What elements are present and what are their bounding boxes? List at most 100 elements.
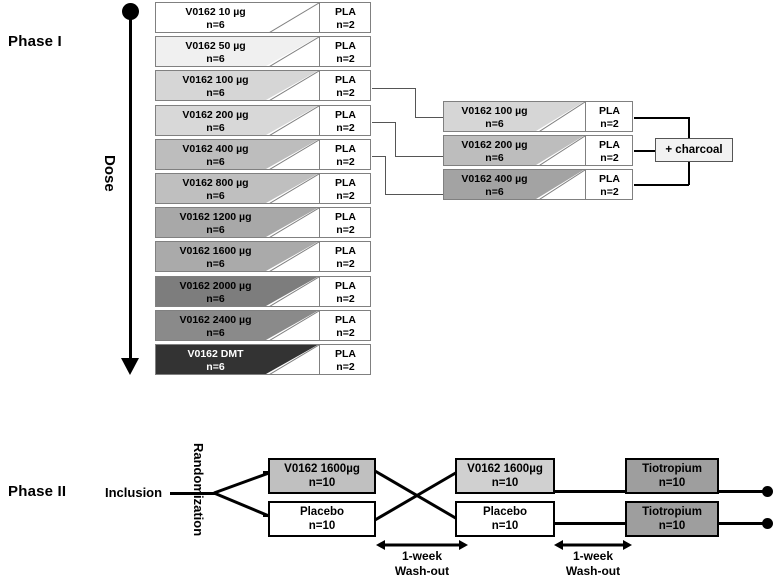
dose-row-9-drug-dose: V0162 2400 µg [179,314,252,326]
washout-2-arrow-icon [554,540,632,550]
dose-row-10-placebo-label: PLA [335,348,356,360]
dose-row-4-divider [319,140,320,169]
charcoal-row-0-placebo-n: n=2 [600,117,619,130]
phase2-period1-box-0-n: n=10 [308,477,336,489]
endpoint-line-bottom [718,522,766,525]
dose-row-8-divider [319,277,320,306]
dose-row-9-placebo-n: n=2 [336,326,355,339]
dose-axis-caption: Dose [101,155,118,192]
dose-row-5-diagonal [269,174,320,203]
dose-row-7-drug-n: n=6 [206,257,225,270]
washout-2-label: 1-week Wash-out [554,549,632,579]
dose-row-3-placebo-label: PLA [335,109,356,121]
randomization-split-lines [213,471,270,518]
dose-row-10-placebo-n: n=2 [336,360,355,373]
dose-row-6-diagonal [269,208,320,237]
charcoal-row-1-placebo-label: PLA [599,139,620,151]
charcoal-row-2-drug-dose: V0162 400 µg [461,173,528,185]
connector-400-v [385,156,386,195]
dose-row-1-drug-dose: V0162 50 µg [185,40,246,52]
dose-row-10-diagonal [269,345,320,374]
dose-row-5-placebo-label: PLA [335,177,356,189]
phase2-period1-box-1-n: n=10 [308,520,336,532]
dose-row-7-placebo-label: PLA [335,245,356,257]
connector-200-h1 [372,122,396,123]
connector-100-v [415,88,416,118]
dose-row-5-drug-dose: V0162 800 µg [182,177,249,189]
dose-row-8-placebo-n: n=2 [336,292,355,305]
dose-row-9-diagonal [269,311,320,340]
connector-100-h1 [372,88,416,89]
dose-row-9-divider [319,311,320,340]
dose-row-0-drug-n: n=6 [206,18,225,31]
charcoal-connector-top-v [688,117,690,151]
dose-row-4-placebo-label: PLA [335,143,356,155]
connector-200-v [395,122,396,157]
charcoal-row-2-drug-n: n=6 [485,185,504,198]
dose-row-6-divider [319,208,320,237]
dose-row-6-placebo-n: n=2 [336,223,355,236]
dose-row-6-drug-dose: V0162 1200 µg [179,211,252,223]
dose-row-8-placebo-label: PLA [335,280,356,292]
phase2-period2-box-1-title: Placebo [482,506,528,518]
dose-row-7-diagonal [269,242,320,271]
dose-row-5-divider [319,174,320,203]
dose-row-0-diagonal [269,3,320,32]
phase2-period3-box-0-title: Tiotropium [642,463,702,475]
link-p2-p3-bottom [554,522,626,525]
charcoal-row-2-diagonal [539,170,586,199]
dose-row-7-drug-dose: V0162 1600 µg [179,245,252,257]
dose-row-7-placebo-n: n=2 [336,257,355,270]
charcoal-connector-mid-h [634,150,656,152]
dose-row-1-drug-n: n=6 [206,52,225,65]
dose-row-4-placebo-n: n=2 [336,155,355,168]
dose-row-2-drug-dose: V0162 100 µg [182,74,249,86]
charcoal-row-0-divider [585,102,586,131]
dose-row-1-placebo-n: n=2 [336,52,355,65]
dose-row-10-drug-dose: V0162 DMT [187,348,244,360]
link-p2-p3-top [554,490,626,493]
phase2-period2-box-0-title: V0162 1600µg [467,463,543,475]
charcoal-row-1-drug-n: n=6 [485,151,504,164]
dose-row-2-placebo-label: PLA [335,74,356,86]
charcoal-row-1-divider [585,136,586,165]
charcoal-row-2-placebo-label: PLA [599,173,620,185]
dose-row-2-drug-n: n=6 [206,86,225,99]
phase2-period2-box-1: Placebo n=10 [455,501,555,537]
dose-row-0-placebo-label: PLA [335,6,356,18]
dose-row-0-placebo-n: n=2 [336,18,355,31]
charcoal-row-2-divider [585,170,586,199]
dose-row-2-diagonal [269,71,320,100]
connector-400-h2 [385,194,443,195]
washout-2-line2: Wash-out [565,564,621,578]
washout-1-line1: 1-week [401,549,443,563]
washout-1-arrow-icon [376,540,468,550]
endpoint-dot-top [762,486,773,497]
phase2-period2-box-1-n: n=10 [491,520,519,532]
charcoal-row-0-placebo-label: PLA [599,105,620,117]
